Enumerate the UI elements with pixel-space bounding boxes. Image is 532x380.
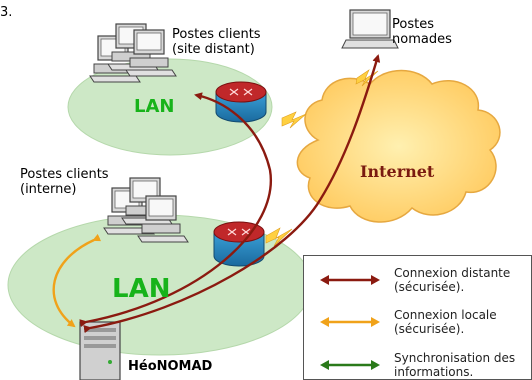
legend-remote-text: Connexion distante (sécurisée). — [394, 266, 511, 294]
label-lan-top: LAN — [134, 96, 175, 117]
figure-marker: 3. — [0, 5, 13, 20]
laptop-icon — [341, 9, 399, 49]
label-postes-clients-interne: Postes clients (interne) — [20, 167, 109, 197]
legend-local-text: Connexion locale (sécurisée). — [394, 308, 497, 336]
label-postes-clients-distant: Postes clients (site distant) — [172, 27, 261, 57]
local-connection-arrow — [52, 233, 102, 328]
label-lan-bottom: LAN — [112, 274, 171, 304]
label-internet: Internet — [360, 162, 435, 181]
legend-sync-text: Synchronisation des informations. — [394, 351, 516, 379]
label-postes-nomades: Postes nomades — [392, 17, 452, 47]
desktop-computers-internal-icon — [103, 177, 189, 243]
server-icon — [79, 321, 121, 380]
internet-cloud — [296, 69, 501, 223]
router-top-icon — [215, 81, 267, 123]
legend-sync-arrow-icon — [320, 360, 380, 370]
remote-connection-arrow-nomades — [83, 54, 381, 334]
legend-box: Connexion distante (sécurisée). Connexio… — [303, 255, 532, 380]
desktop-computers-remote-icon — [89, 23, 177, 83]
legend-remote-arrow-icon — [320, 275, 380, 285]
label-server-heonomad: HéoNOMAD — [128, 359, 213, 374]
legend-local-arrow-icon — [320, 317, 380, 327]
